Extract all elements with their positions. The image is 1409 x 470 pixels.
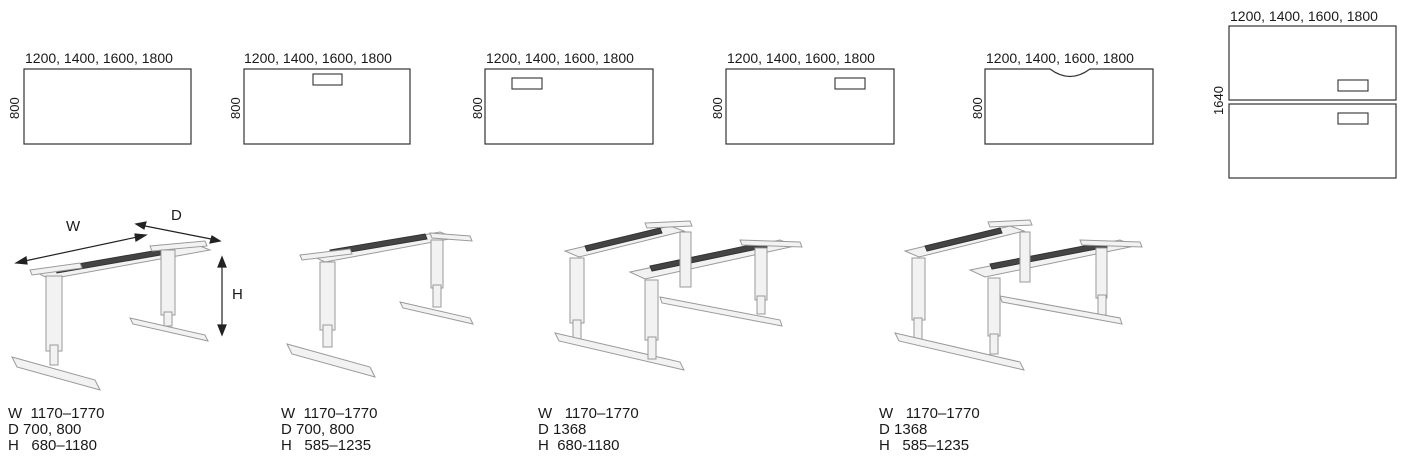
- cable-cutout: [511, 77, 543, 90]
- frame-spec: W 1170–1770 D 700, 800 H 680–1180: [8, 406, 104, 454]
- spec-height: H 680-1180: [538, 437, 620, 454]
- spec-depth: D 700, 800: [281, 421, 355, 438]
- dimension-h-label: H: [232, 286, 243, 303]
- tabletop-notch: [984, 68, 1154, 145]
- frame-single-2: [286, 231, 474, 378]
- tabletop-depth-label: 800: [228, 97, 243, 119]
- frame-single-1: [11, 240, 212, 391]
- dimension-arrows: [14, 221, 227, 337]
- tabletop-depth-label: 800: [710, 97, 725, 119]
- spec-width: W 1170–1770: [281, 405, 378, 422]
- tabletop-depth-label: 800: [7, 97, 22, 119]
- spec-height: H 585–1235: [879, 437, 970, 454]
- spec-depth: D 700, 800: [8, 421, 82, 438]
- spec-depth: D 1368: [538, 421, 587, 438]
- cable-cutout: [312, 73, 343, 86]
- tabletop-width-label: 1200, 1400, 1600, 1800: [986, 50, 1134, 66]
- tabletop-plain: [23, 68, 192, 145]
- frame-spec: W 1170–1770 D 1368 H 680-1180: [538, 406, 639, 454]
- frame-double-2: [894, 219, 1143, 371]
- spec-height: H 680–1180: [8, 437, 97, 454]
- dimension-d-label: D: [171, 207, 182, 224]
- tabletop-width-label: 1200, 1400, 1600, 1800: [1230, 8, 1378, 24]
- frame-spec: W 1170–1770 D 1368 H 585–1235: [879, 406, 980, 454]
- spec-width: W 1170–1770: [8, 405, 105, 422]
- tabletop-cutout-left: [484, 68, 654, 145]
- tabletop-width-label: 1200, 1400, 1600, 1800: [486, 50, 634, 66]
- cable-cutout: [1337, 112, 1369, 125]
- spec-depth: D 1368: [879, 421, 928, 438]
- cable-cutout: [834, 77, 866, 90]
- tabletop-depth-label: 800: [470, 97, 485, 119]
- tabletop-depth-label: 1640: [1211, 86, 1226, 115]
- frame-double-1: [554, 220, 803, 371]
- tabletop-width-label: 1200, 1400, 1600, 1800: [25, 50, 173, 66]
- tabletop-double: [1228, 25, 1397, 179]
- dimension-w-label: W: [66, 218, 81, 235]
- tabletop-cutout-right: [725, 68, 895, 145]
- tabletop-cutout-center: [243, 68, 411, 145]
- cable-cutout: [1337, 79, 1369, 92]
- spec-height: H 585–1235: [281, 437, 372, 454]
- frame-spec: W 1170–1770 D 700, 800 H 585–1235: [281, 406, 377, 454]
- tabletop-width-label: 1200, 1400, 1600, 1800: [244, 50, 392, 66]
- spec-width: W 1170–1770: [538, 405, 639, 422]
- tabletop-width-label: 1200, 1400, 1600, 1800: [727, 50, 875, 66]
- spec-width: W 1170–1770: [879, 405, 980, 422]
- tabletop-depth-label: 800: [970, 97, 985, 119]
